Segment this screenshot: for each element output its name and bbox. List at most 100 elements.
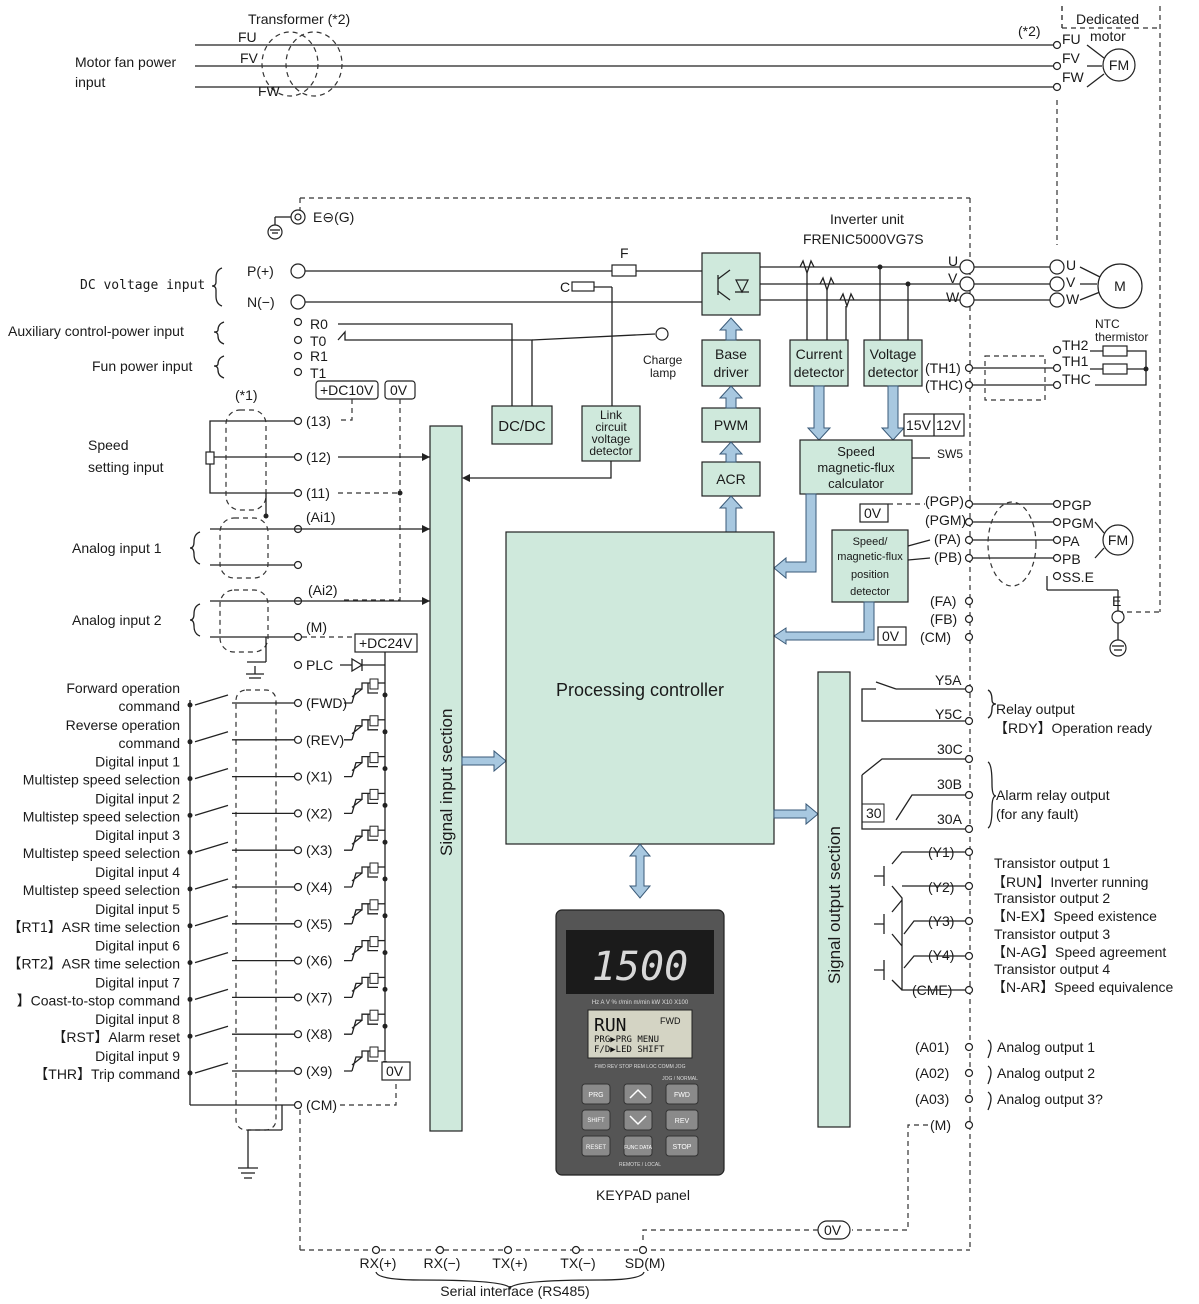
link-to-input (468, 461, 612, 479)
digital-input-term-label: (X2) (306, 805, 332, 821)
stop-key[interactable]: STOP (665, 1135, 699, 1157)
serial-0v-dash (642, 1229, 818, 1244)
shift-key[interactable]: SHIFT (581, 1109, 611, 1131)
thc-label: THC (1062, 371, 1091, 387)
optocoupler-icon (344, 976, 378, 999)
analog2-brace (189, 603, 201, 637)
link-detector-4: detector (589, 444, 632, 458)
w-terminal (959, 292, 975, 308)
current-detector-block (789, 339, 849, 387)
optocoupler-icon (344, 829, 378, 851)
e-ground-symbol (1109, 639, 1127, 657)
digital-input-label: Forward operation (66, 680, 180, 696)
position-detector-3: position (851, 569, 889, 581)
encoder-fm-label: FM (1108, 532, 1128, 548)
ct-w (839, 292, 855, 309)
fun-brace (213, 355, 225, 379)
thc-term-label: (THC) (925, 377, 963, 393)
t0-label: T0 (310, 333, 327, 349)
digital-input-terminal (293, 1030, 303, 1039)
dc24v-label: +DC24V (359, 635, 413, 651)
digital-input-term-label: (X3) (306, 842, 332, 858)
fw-terminal (1052, 82, 1062, 92)
p-terminal (290, 263, 306, 279)
capacitor-symbol (571, 281, 595, 292)
arrow-pc-keypad (628, 843, 652, 899)
digital-input-term-label: (X7) (306, 989, 332, 1005)
opto-resistor (369, 1009, 379, 1021)
relay-output-1: Relay output (996, 701, 1075, 717)
voltage-detector-2: detector (868, 364, 919, 380)
digital-input-label: Digital input 5 (95, 901, 180, 917)
opto-resistor (369, 862, 379, 874)
drive-chain: Base driver PWM ACR (701, 317, 761, 533)
fwd-key[interactable]: FWD (665, 1083, 699, 1105)
fa-terminal (964, 596, 974, 606)
transistor-text-8: 【N-AR】Speed equivalence (992, 979, 1174, 995)
transistor-text-3: Transistor output 2 (994, 890, 1110, 906)
digital-input-label: Digital input 9 (95, 1048, 180, 1064)
a01-label: (A01) (915, 1039, 949, 1055)
voltage-detector-block (863, 339, 923, 387)
prg-key[interactable]: PRG (581, 1083, 611, 1105)
ai2-arrowhead (422, 597, 430, 605)
opto-resistor (369, 899, 379, 911)
pb-m-label: PB (1062, 551, 1081, 567)
a03-label: (A03) (915, 1091, 949, 1107)
digital-input-terminal (293, 846, 303, 855)
serial-terminal-label: RX(+) (360, 1255, 397, 1271)
alarm-relay-2: (for any fault) (996, 806, 1078, 822)
motor-u-wire (1079, 266, 1101, 278)
pgm-label: (PGM) (925, 512, 966, 528)
fuse-symbol (611, 264, 637, 277)
processing-controller (505, 531, 775, 845)
optocoupler-icon (344, 1013, 378, 1035)
thc-terminal (964, 380, 974, 390)
motor-w-label: W (1066, 291, 1080, 307)
digital-input-function: Multistep speed selection (23, 772, 180, 788)
rev-key[interactable]: REV (665, 1109, 699, 1131)
serial-terminal-label: RX(−) (424, 1255, 461, 1271)
digital-input-terminal (293, 993, 303, 1002)
transformer-coil-2 (285, 31, 343, 97)
digital-input-terminal (293, 919, 303, 928)
bus-junction (382, 876, 388, 882)
digital-input-term-label: (X4) (306, 879, 332, 895)
30a-terminal (964, 824, 974, 834)
up-key[interactable] (623, 1083, 653, 1105)
dc10v-box (315, 380, 379, 400)
link-detector-2: circuit (595, 420, 627, 434)
digital-input-label: Digital input 7 (95, 974, 180, 990)
pgm-m-terminal (1052, 517, 1062, 527)
dcdc-block (491, 405, 553, 445)
r1-terminal (293, 351, 303, 361)
func-data-key[interactable]: FUNC DATA (623, 1135, 653, 1157)
dc-voltage-label: DC voltage input (80, 278, 205, 293)
r0-terminal (293, 317, 303, 327)
opto-resistor (369, 1046, 379, 1058)
keypad-led-labels: FWD REV STOP REM LOC COMM JOG (595, 1064, 686, 1070)
sse-label: SS.E (1062, 569, 1094, 585)
opto-resistor (369, 788, 379, 800)
digital-input-function: 【RST】Alarm reset (52, 1029, 180, 1045)
signal-input-label: Signal input section (437, 709, 456, 856)
pb-m-terminal (1052, 553, 1062, 563)
alarm-relay-1: Alarm relay output (996, 787, 1110, 803)
th1-term-label: (TH1) (925, 360, 961, 376)
plc-label: PLC (306, 657, 333, 673)
lcd-line3: F/D▶LED SHIFT (594, 1045, 665, 1055)
serial-label: Serial interface (RS485) (440, 1283, 589, 1299)
sse-terminal (1052, 571, 1062, 581)
30-label: 30 (866, 805, 882, 821)
transistor-text-2: 【RUN】Inverter running (992, 874, 1148, 890)
reset-key[interactable]: RESET (581, 1135, 611, 1157)
motor-fan-section: Transformer (*2) Motor fan power input F… (75, 6, 1161, 612)
zero-v-serial: 0V (824, 1222, 842, 1238)
r1-label: R1 (310, 348, 328, 364)
bus-junction (382, 729, 388, 735)
down-key[interactable] (623, 1109, 653, 1131)
digital-input-row: Digital input 9【THR】Trip command(X9) (34, 1046, 388, 1082)
digital-input-function: command (119, 735, 180, 751)
